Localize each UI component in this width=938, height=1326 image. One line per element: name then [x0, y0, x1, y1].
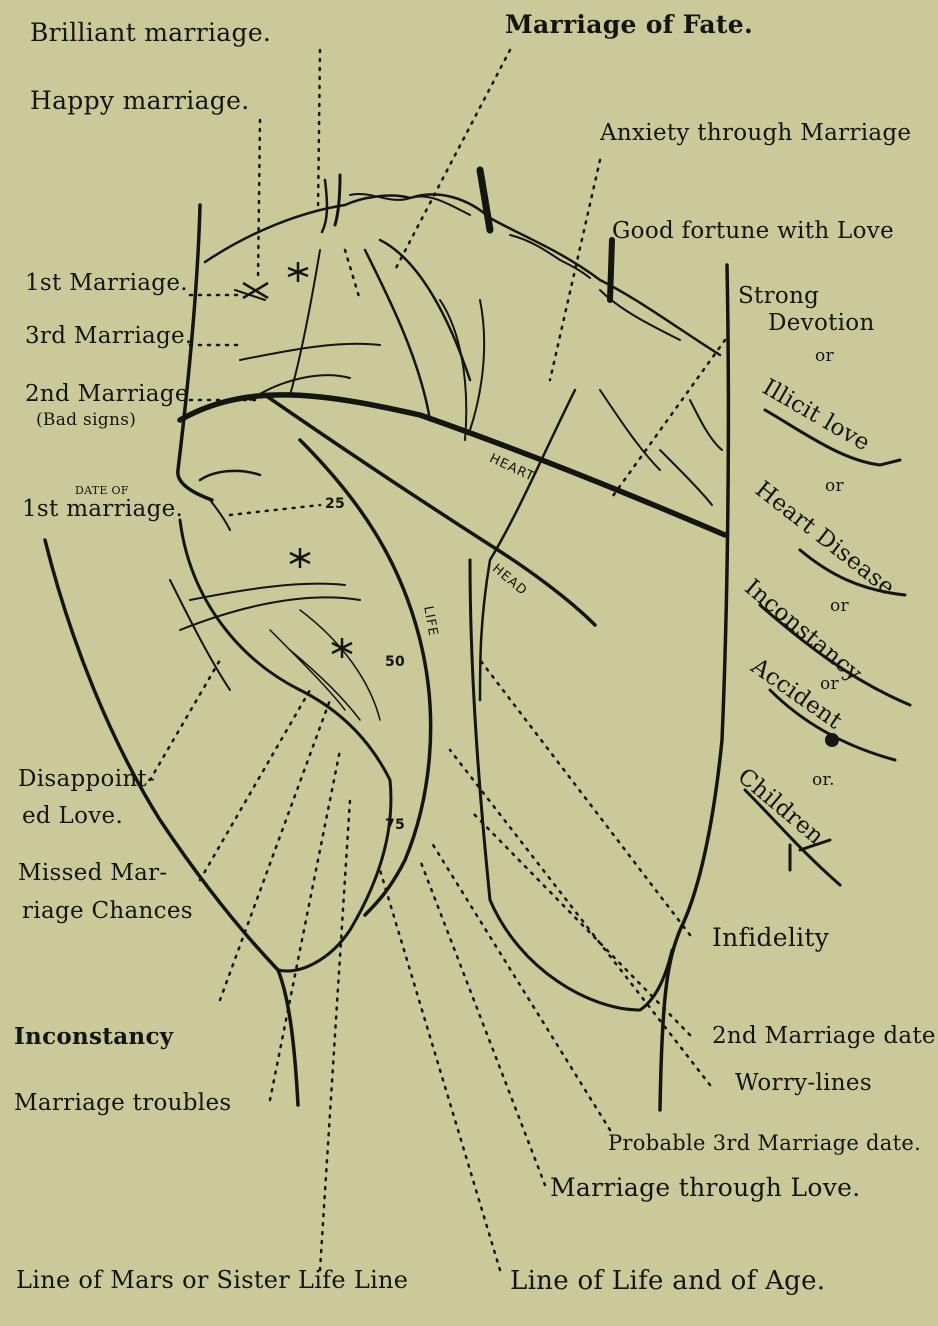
label-infidelity: Infidelity — [712, 925, 829, 950]
head-line — [265, 395, 595, 625]
label-or-4: or — [820, 676, 839, 693]
age-mark-50: 50 — [385, 655, 405, 669]
label-disappointed-love-1: Disappoint- — [18, 768, 155, 791]
thumb-inner — [180, 520, 391, 971]
label-disappointed-love-2: ed Love. — [22, 805, 123, 828]
label-third-marriage: 3rd Marriage. — [25, 325, 193, 348]
label-line-of-life-and-age: Line of Life and of Age. — [510, 1268, 825, 1294]
age-mark-75: 75 — [385, 818, 405, 832]
label-marriage-troubles: Marriage troubles — [14, 1092, 231, 1115]
label-first-marriage: 1st Marriage. — [25, 272, 188, 295]
label-marriage-through-love: Marriage through Love. — [550, 1175, 860, 1200]
label-inconstancy-left: Inconstancy — [14, 1025, 173, 1048]
label-date-of: DATE OF — [75, 485, 129, 496]
label-missed-marriage-2: riage Chances — [22, 900, 193, 923]
label-good-fortune-with-love: Good fortune with Love — [612, 220, 894, 243]
label-missed-marriage-1: Missed Mar- — [18, 862, 168, 885]
label-or-5: or. — [812, 772, 835, 789]
label-line-of-mars: Line of Mars or Sister Life Line — [16, 1268, 408, 1292]
label-second-marriage: 2nd Marriage — [25, 383, 189, 406]
label-or-2: or — [825, 478, 844, 495]
fate-line — [480, 390, 575, 700]
palm-bottom-curve — [470, 560, 672, 1010]
label-devotion: Devotion — [768, 312, 875, 335]
label-happy-marriage: Happy marriage. — [30, 88, 249, 113]
life-line — [300, 440, 431, 915]
hand-outline-left-top — [178, 205, 212, 500]
label-or-3: or — [830, 598, 849, 615]
hand-outline-right — [660, 265, 728, 1110]
label-second-marriage-date: 2nd Marriage date. — [712, 1025, 938, 1048]
label-or-1: or — [815, 348, 834, 365]
age-mark-25: 25 — [325, 497, 345, 511]
label-worry-lines: Worry-lines — [735, 1072, 872, 1095]
label-strong: Strong — [738, 285, 819, 308]
label-bad-signs: (Bad signs) — [36, 412, 136, 429]
heart-line — [180, 395, 725, 535]
label-marriage-of-fate: Marriage of Fate. — [505, 12, 753, 37]
label-anxiety-through-marriage: Anxiety through Marriage — [600, 122, 911, 145]
label-brilliant-marriage: Brilliant marriage. — [30, 20, 271, 45]
label-first-marriage-date: 1st marriage. — [22, 498, 183, 521]
label-probable-third-marriage-date: Probable 3rd Marriage date. — [608, 1133, 921, 1154]
